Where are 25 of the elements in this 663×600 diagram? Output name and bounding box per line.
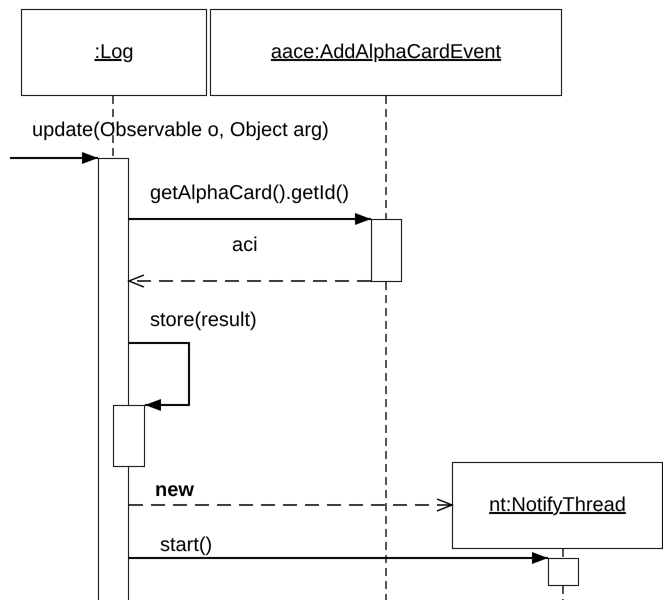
object-name: :Log <box>94 41 134 64</box>
object-box <box>210 9 562 96</box>
message-arrow <box>129 213 371 225</box>
dashed-message-arrow <box>128 274 371 288</box>
activation-bar <box>371 219 402 282</box>
object-box <box>452 462 663 549</box>
lifeline <box>385 96 387 219</box>
message-label: start() <box>160 535 212 555</box>
message-label: store(result) <box>150 310 257 330</box>
message-label: aci <box>232 235 258 255</box>
message-label: new <box>155 480 194 500</box>
message-arrow <box>10 152 98 164</box>
activation-bar <box>98 158 129 600</box>
lifeline <box>112 96 114 158</box>
lifeline <box>562 549 564 558</box>
message-arrow <box>129 552 548 564</box>
message-arrow <box>129 342 190 411</box>
activation-bar <box>113 405 145 467</box>
object-name: aace:AddAlphaCardEvent <box>270 41 502 64</box>
activation-bar <box>548 558 579 586</box>
object-name: nt:NotifyThread <box>489 494 626 517</box>
dashed-message-arrow <box>129 498 453 512</box>
message-label: update(Observable o, Object arg) <box>32 120 329 140</box>
message-label: getAlphaCard().getId() <box>150 183 349 203</box>
object-box <box>21 9 207 96</box>
